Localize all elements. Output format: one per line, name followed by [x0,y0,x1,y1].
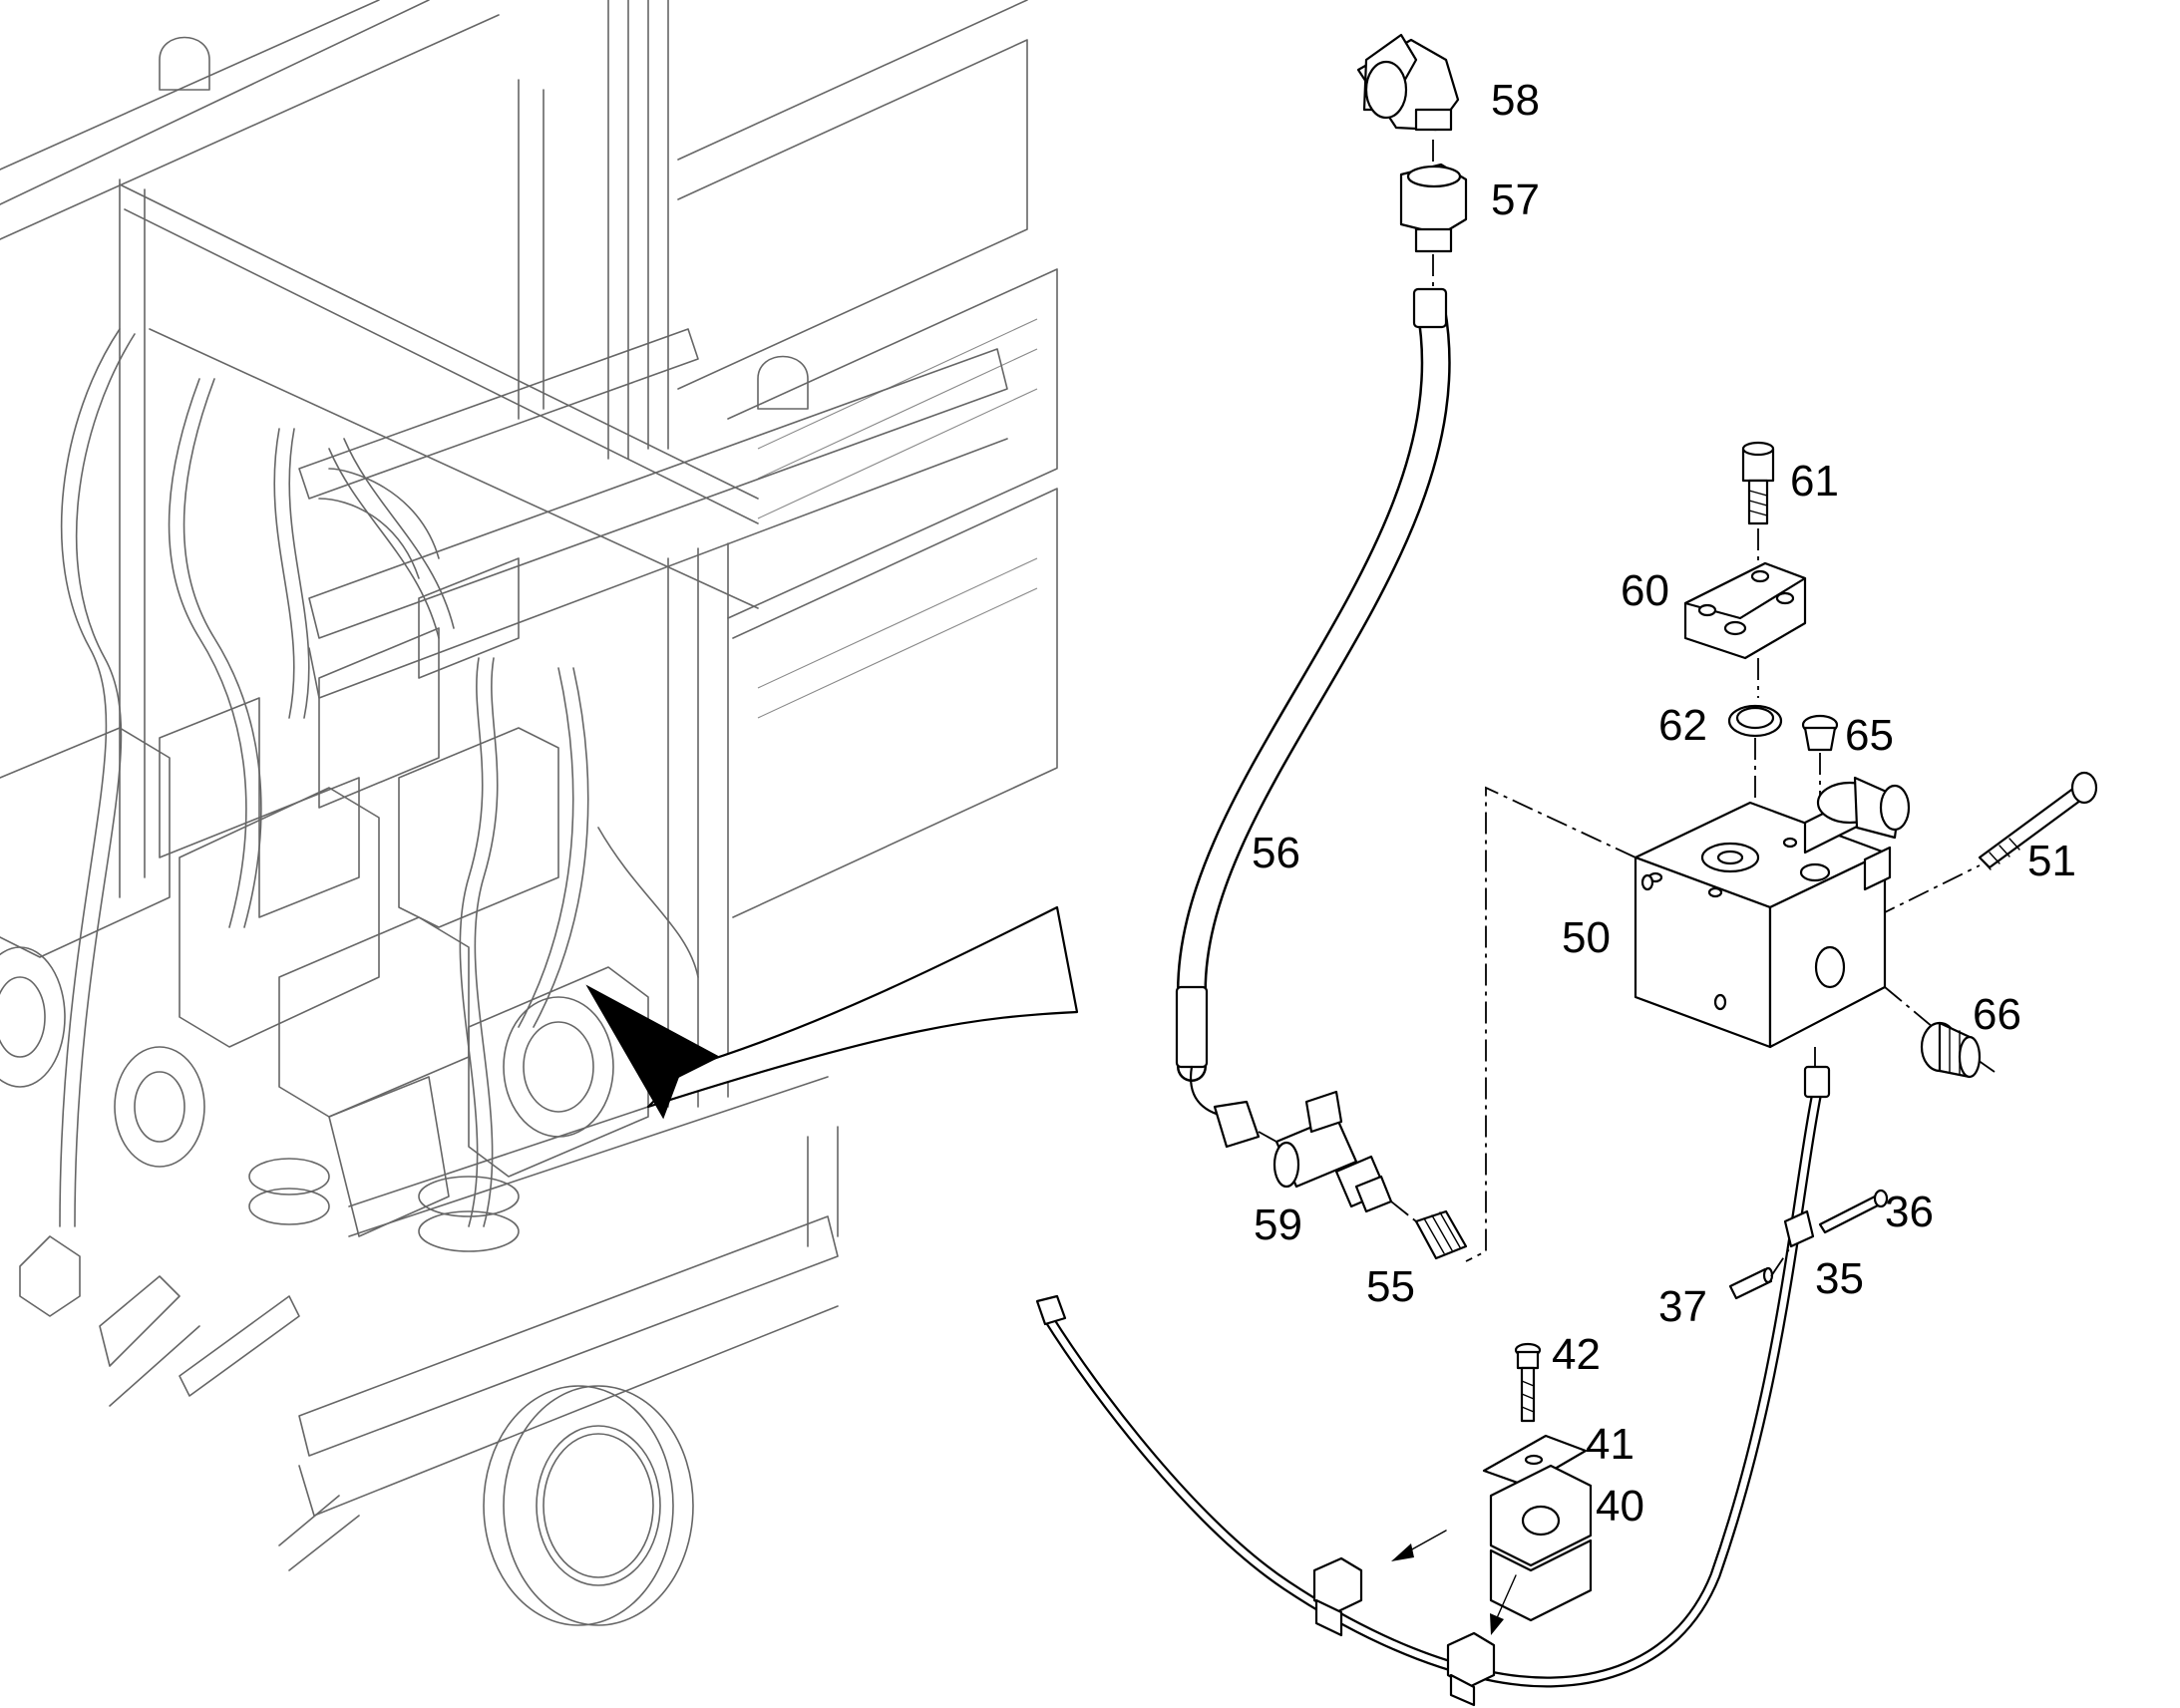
machine-frame-overview [0,0,1058,1626]
callout-60: 60 [1621,566,1669,615]
callout-57: 57 [1491,175,1540,224]
callout-61: 61 [1790,457,1839,506]
flange-60 [1683,561,1807,660]
plug-65 [1801,714,1839,752]
callout-35: 35 [1815,1254,1864,1303]
callout-56: 56 [1252,829,1300,877]
callout-50: 50 [1562,913,1611,962]
callout-labels: 58 57 56 61 60 62 65 51 50 66 59 55 36 3… [1252,76,2076,1531]
screw-36 [1818,1189,1889,1234]
tee-fitting-59 [1272,1090,1393,1213]
callout-58: 58 [1491,76,1540,125]
adapter-57 [1399,163,1468,253]
bolt-51 [1978,771,2098,870]
callout-66: 66 [1973,990,2021,1039]
hose-56 [1175,287,1451,1149]
mounted-clamps [1312,1556,1496,1707]
clamp-40 [1489,1464,1593,1622]
clamp-35 [1783,1209,1815,1248]
o-ring-62 [1727,704,1783,738]
callout-65: 65 [1845,711,1894,760]
screw-61 [1741,441,1775,525]
screw-42 [1514,1342,1542,1423]
pin-37 [1728,1266,1774,1300]
valve-block-50 [1634,776,1911,1049]
tube-assembly [1035,1065,1831,1688]
callout-37: 37 [1658,1282,1707,1331]
callout-51: 51 [2027,837,2076,885]
plate-41 [1482,1434,1588,1488]
callout-59: 59 [1254,1200,1302,1249]
callout-36: 36 [1885,1188,1934,1236]
callout-42: 42 [1552,1330,1601,1379]
callout-40: 40 [1596,1482,1644,1531]
elbow-fitting-58 [1356,33,1460,132]
callout-55: 55 [1366,1262,1415,1311]
detail-pointer [585,905,1079,1120]
fitting-66 [1920,1021,1982,1079]
nipple-55 [1414,1209,1468,1260]
callout-41: 41 [1586,1420,1635,1469]
callout-62: 62 [1658,701,1707,750]
